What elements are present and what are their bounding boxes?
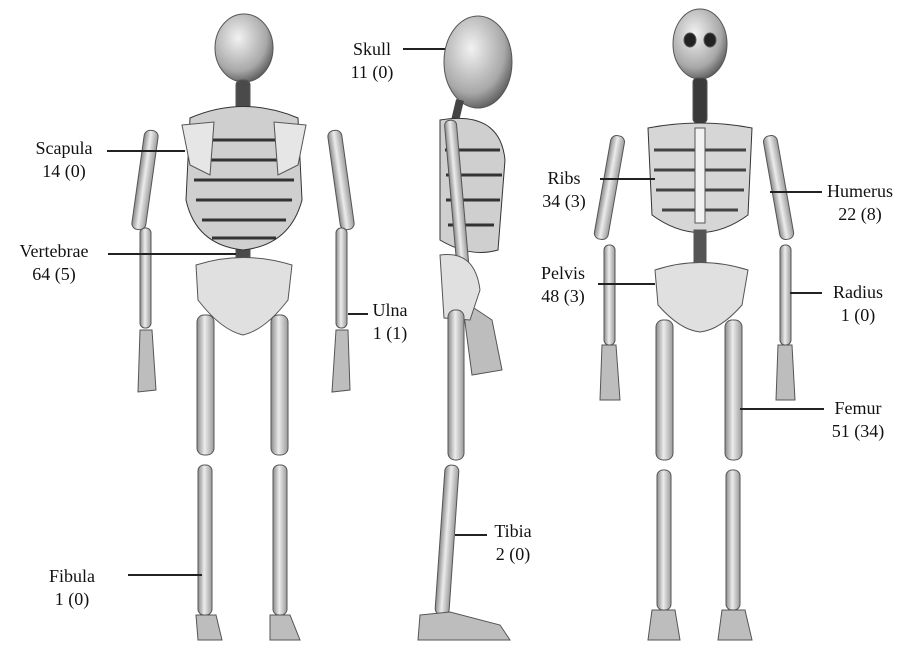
ribs-name: Ribs <box>530 167 598 190</box>
back-skull <box>215 14 273 82</box>
back-tibia-left <box>198 465 212 615</box>
back-femur-left <box>197 315 214 455</box>
back-femur-right <box>271 315 288 455</box>
fibula-count: 1 (0) <box>32 588 112 611</box>
back-scapula-right <box>274 122 306 175</box>
front-sternum <box>695 128 705 223</box>
front-hand-left <box>600 345 620 400</box>
back-humerus-right <box>327 130 355 231</box>
front-femur-right <box>725 320 742 460</box>
femur-name: Femur <box>818 397 898 420</box>
ulna-count: 1 (1) <box>362 322 418 345</box>
front-femur-left <box>656 320 673 460</box>
side-femur <box>448 310 464 460</box>
back-forearm-left <box>140 228 151 328</box>
front-foot-left <box>648 610 680 640</box>
back-foot-left <box>196 615 222 640</box>
scapula-label: Scapula 14 (0) <box>20 137 108 183</box>
ribs-label: Ribs 34 (3) <box>530 167 598 213</box>
tibia-count: 2 (0) <box>480 543 546 566</box>
ribs-leader <box>600 178 655 180</box>
humerus-count: 22 (8) <box>818 203 902 226</box>
femur-leader <box>740 408 824 410</box>
front-skull <box>673 9 727 79</box>
pelvis-leader <box>598 283 655 285</box>
back-tibia-right <box>273 465 287 615</box>
back-scapula-left <box>182 122 214 175</box>
pelvis-count: 48 (3) <box>526 285 600 308</box>
radius-count: 1 (0) <box>818 304 898 327</box>
fibula-name: Fibula <box>32 565 112 588</box>
front-neck <box>693 78 707 123</box>
radius-name: Radius <box>818 281 898 304</box>
fibula-label: Fibula 1 (0) <box>32 565 112 611</box>
front-tibia-left <box>657 470 671 610</box>
front-foot-right <box>718 610 752 640</box>
scapula-name: Scapula <box>20 137 108 160</box>
vertebrae-name: Vertebrae <box>4 240 104 263</box>
back-hand-right <box>332 330 350 392</box>
front-forearm-right <box>780 245 791 345</box>
skull-name: Skull <box>334 38 410 61</box>
vertebrae-leader <box>108 253 236 255</box>
front-tibia-right <box>726 470 740 610</box>
front-forearm-left <box>604 245 615 345</box>
ribs-count: 34 (3) <box>530 190 598 213</box>
femur-count: 51 (34) <box>818 420 898 443</box>
femur-label: Femur 51 (34) <box>818 397 898 443</box>
back-foot-right <box>270 615 300 640</box>
humerus-name: Humerus <box>818 180 902 203</box>
skull-count: 11 (0) <box>334 61 410 84</box>
pelvis-label: Pelvis 48 (3) <box>526 262 600 308</box>
tibia-label: Tibia 2 (0) <box>480 520 546 566</box>
ulna-label: Ulna 1 (1) <box>362 299 418 345</box>
front-humerus-right <box>763 135 795 241</box>
front-skeleton-group <box>593 9 795 640</box>
front-hand-right <box>776 345 795 400</box>
scapula-count: 14 (0) <box>20 160 108 183</box>
front-humerus-left <box>593 135 625 241</box>
fibula-leader <box>128 574 202 576</box>
humerus-label: Humerus 22 (8) <box>818 180 902 226</box>
ulna-name: Ulna <box>362 299 418 322</box>
back-humerus-left <box>131 130 159 231</box>
back-hand-left <box>138 330 156 392</box>
vertebrae-count: 64 (5) <box>4 263 104 286</box>
vertebrae-label: Vertebrae 64 (5) <box>4 240 104 286</box>
side-foot <box>418 612 510 640</box>
scapula-leader <box>107 150 185 152</box>
humerus-leader <box>770 191 822 193</box>
side-tibia <box>435 465 459 616</box>
radius-label: Radius 1 (0) <box>818 281 898 327</box>
back-forearm-right <box>336 228 347 328</box>
pelvis-name: Pelvis <box>526 262 600 285</box>
side-skull <box>444 16 512 108</box>
back-skeleton-group <box>131 14 355 640</box>
skull-label: Skull 11 (0) <box>334 38 410 84</box>
tibia-name: Tibia <box>480 520 546 543</box>
